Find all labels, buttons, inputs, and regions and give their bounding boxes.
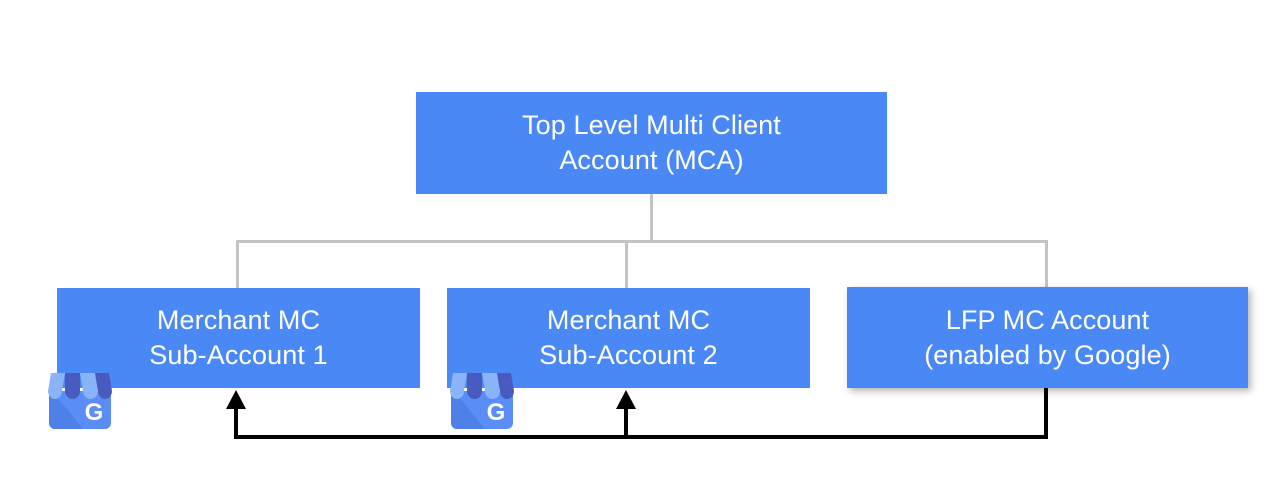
node-top-level-mca[interactable]: Top Level Multi Client Account (MCA)	[416, 92, 887, 194]
node-lfp-mc-account-label: LFP MC Account (enabled by Google)	[924, 304, 1171, 370]
connector-horizontal-bus	[236, 240, 1048, 243]
node-merchant-sub-account-1[interactable]: Merchant MC Sub-Account 1	[57, 288, 420, 388]
feedback-arrowhead-sub2	[616, 390, 636, 409]
google-business-profile-icon: G	[450, 373, 514, 429]
node-merchant-sub-account-1-label: Merchant MC Sub-Account 1	[149, 305, 328, 370]
connector-drop-sub1	[236, 240, 239, 289]
node-merchant-sub-account-2[interactable]: Merchant MC Sub-Account 2	[447, 288, 810, 388]
node-top-level-mca-label: Top Level Multi Client Account (MCA)	[522, 110, 781, 175]
feedback-line-to-sub2	[624, 402, 628, 438]
connector-top-stem	[650, 194, 653, 242]
feedback-arrowhead-sub1	[226, 390, 246, 409]
connector-drop-sub2	[625, 240, 628, 289]
feedback-horizontal-line	[234, 435, 1048, 439]
google-business-profile-icon: G	[48, 373, 112, 429]
node-merchant-sub-account-2-label: Merchant MC Sub-Account 2	[539, 305, 718, 370]
feedback-line-from-lfp	[1044, 388, 1048, 438]
feedback-line-to-sub1	[234, 402, 238, 438]
node-lfp-mc-account[interactable]: LFP MC Account (enabled by Google)	[847, 287, 1248, 388]
gbp-letter-g: G	[487, 399, 506, 426]
gbp-letter-g: G	[85, 399, 104, 426]
connector-drop-lfp	[1045, 240, 1048, 289]
